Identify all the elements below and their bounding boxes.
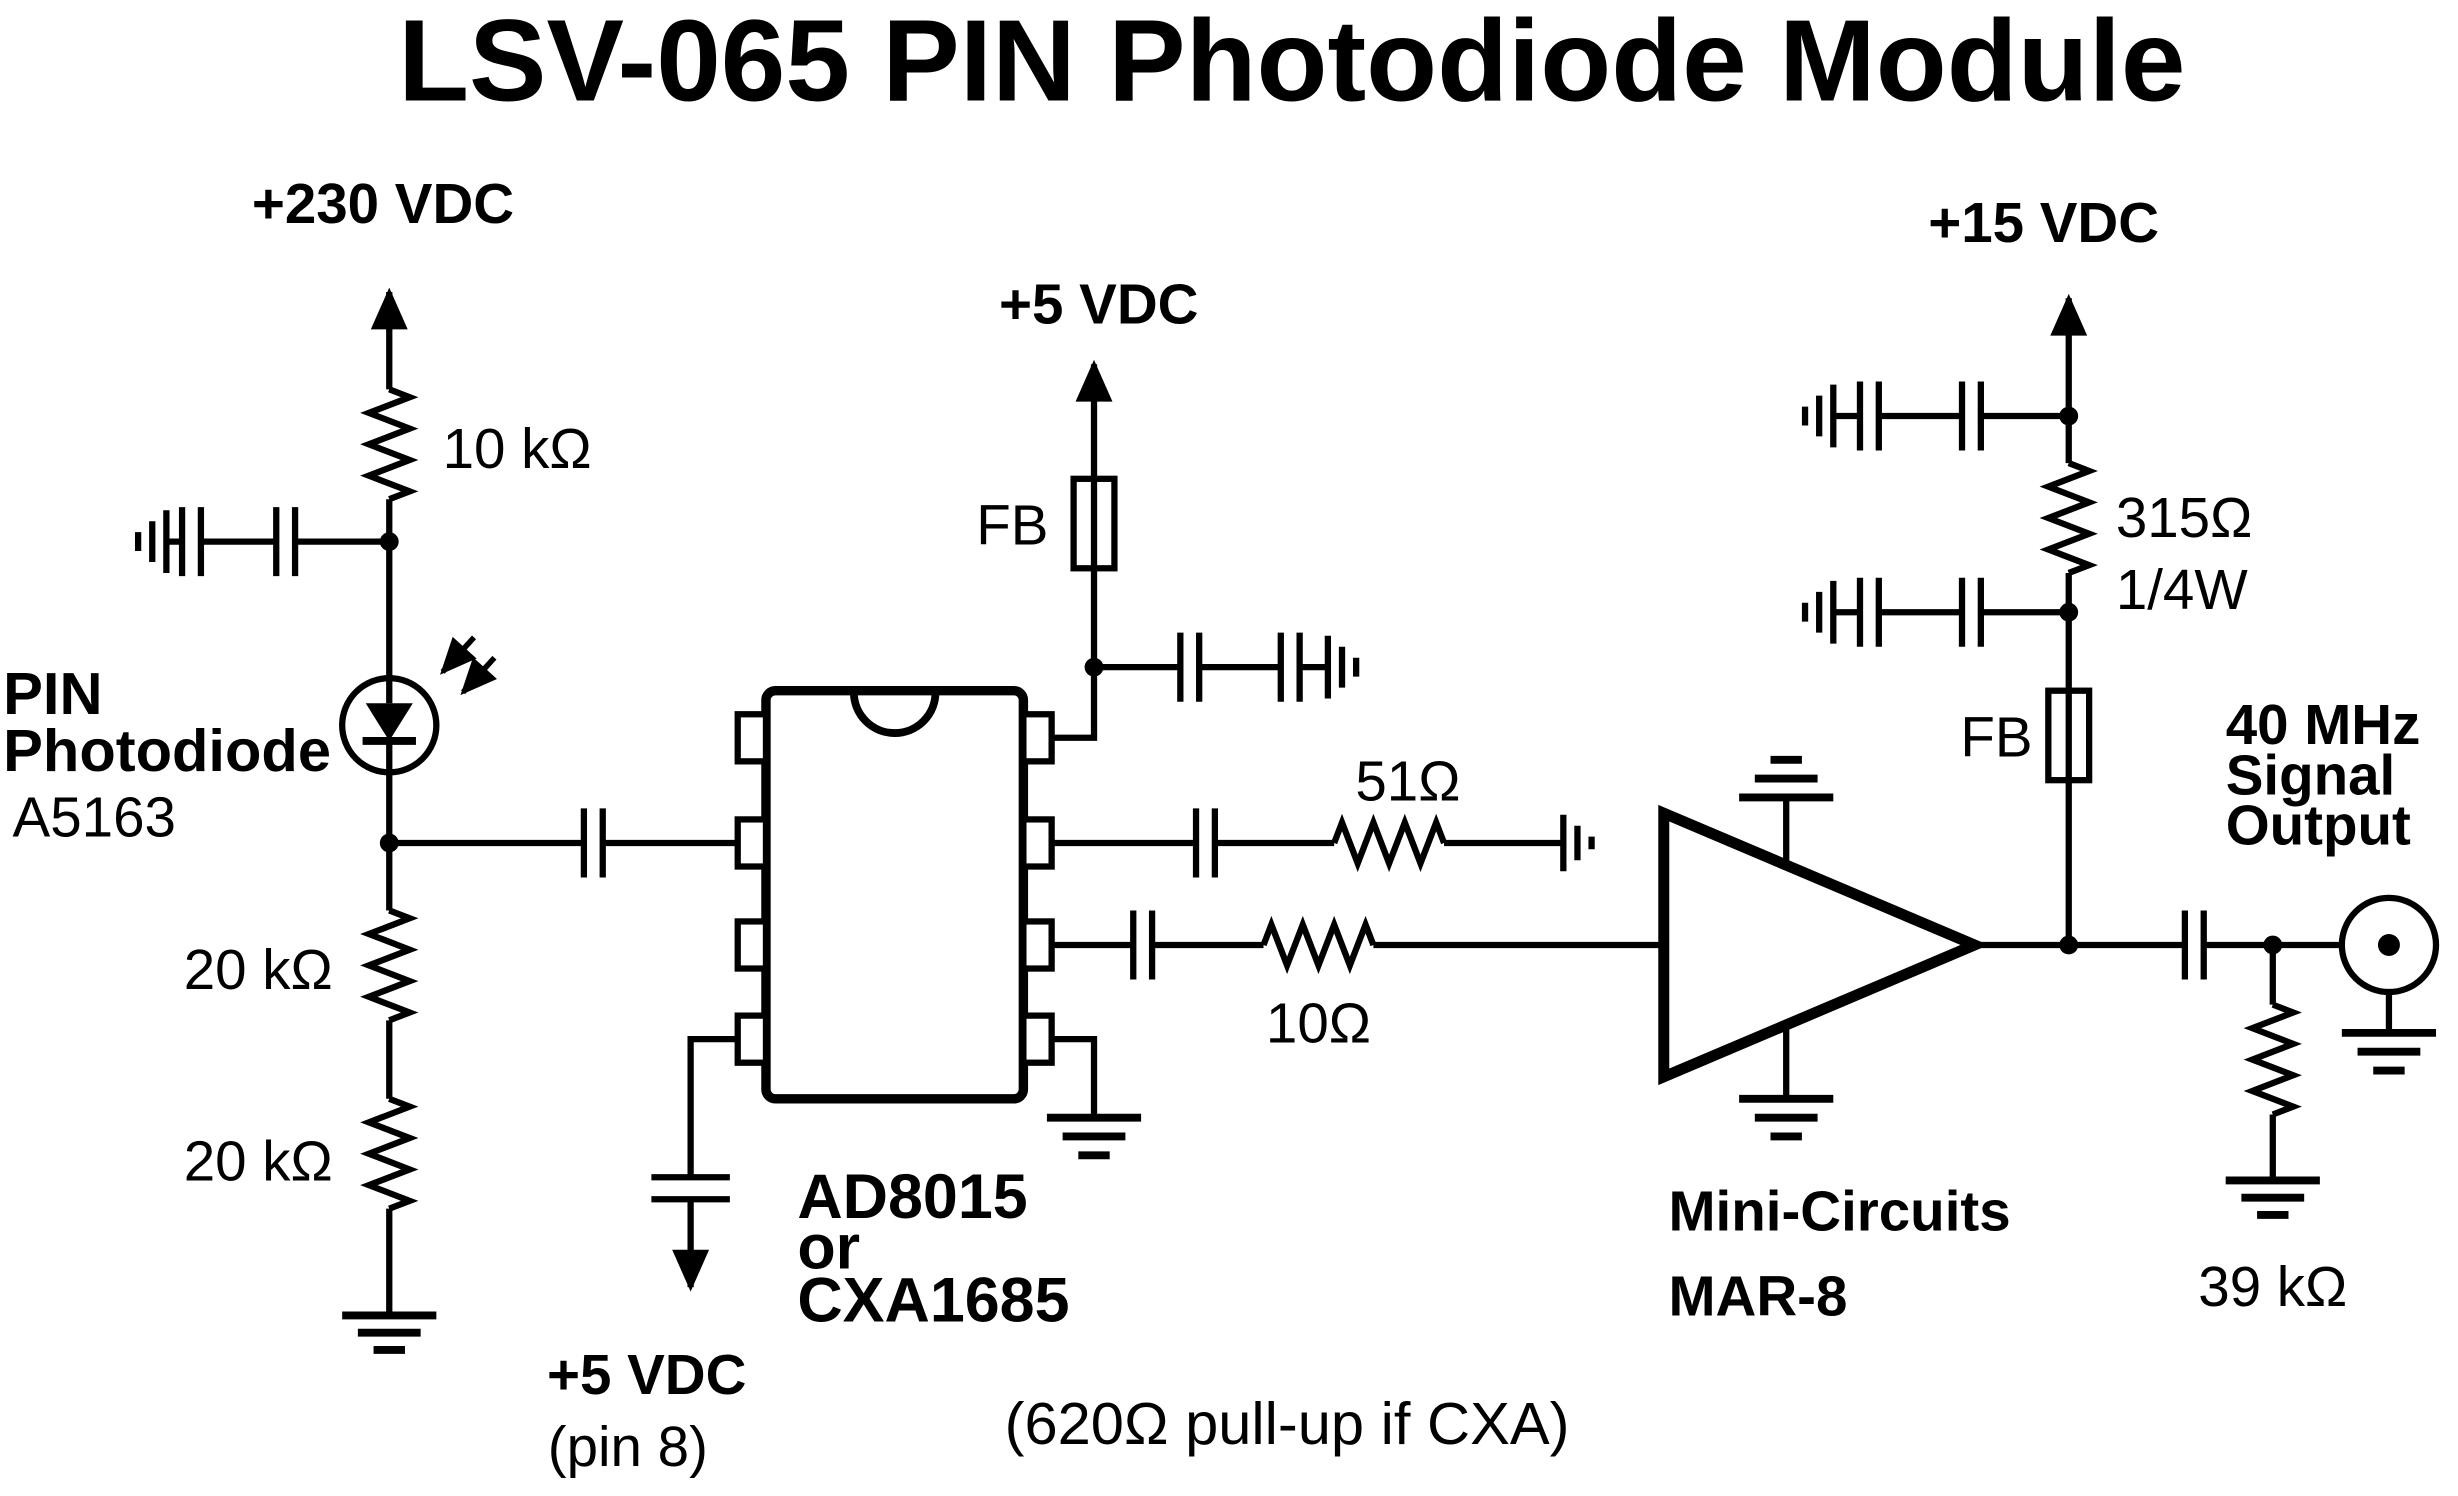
supply-5v-pin8-sublabel: (pin 8): [548, 1415, 708, 1478]
supply-230v-rail: +230 VDC 10 kΩ: [134, 172, 592, 679]
resistor-10k-label: 10 kΩ: [443, 417, 592, 480]
photodiode-label-line1: PIN: [3, 660, 102, 727]
amplifier-label-line2: MAR-8: [1668, 1264, 1847, 1327]
bypass-capacitors-5v: [1177, 632, 1303, 702]
ferrite-bead-left-label: FB: [976, 494, 1048, 557]
resistor-20k-upper-label: 20 kΩ: [184, 938, 333, 1001]
ic-notch: [849, 692, 940, 737]
ic-pin: [1020, 918, 1055, 972]
ground-symbol-rotated: [1801, 580, 1837, 644]
resistor-315: [2039, 460, 2098, 576]
node-dot: [2059, 935, 2079, 955]
output-label-line1: 40 MHz: [2226, 693, 2421, 756]
resistor-20k-upper: [360, 907, 419, 1024]
ground-symbol: [342, 1311, 437, 1354]
amplifier-triangle: [1658, 804, 1989, 1086]
wire-segment: [1051, 1036, 1098, 1118]
ic-label-line3: CXA1685: [797, 1266, 1069, 1336]
ic-body: [761, 686, 1029, 1104]
bypass-capacitors-15v-lower: [1856, 577, 1984, 647]
resistor-20k-lower: [360, 1095, 419, 1212]
ground-symbol-rotated: [1324, 635, 1360, 699]
ic-label-line1: AD8015: [797, 1162, 1027, 1232]
ground-symbol-rotated: [134, 510, 170, 573]
ic-pin: [1020, 1012, 1055, 1066]
capacitor-plates: [580, 808, 606, 878]
ground-symbol: [1739, 1094, 1834, 1141]
ic-label-line2: or: [797, 1212, 860, 1282]
resistor-315-label: 315Ω: [2116, 486, 2253, 549]
bypass-capacitors-15v-upper: [1856, 381, 1984, 451]
supply-15v-rail: +15 VDC 315Ω 1/4W FB: [1801, 191, 2253, 945]
light-arrow-icon: [440, 635, 477, 675]
input-coupling-capacitor: [389, 808, 738, 878]
capacitor-plates: [1130, 910, 1156, 980]
ferrite-bead-right-label: FB: [1960, 706, 2032, 769]
bnc-center-pin: [2377, 933, 2400, 956]
ic-pin: [734, 918, 770, 972]
ground-symbol: [1046, 1113, 1142, 1160]
pin-photodiode: PIN Photodiode A5163: [3, 635, 497, 849]
diode-triangle: [365, 703, 413, 741]
resistor-51-label: 51Ω: [1355, 750, 1460, 813]
light-arrow-icon: [460, 655, 497, 696]
output-network: 39 kΩ 40 MHz Signal Output: [1974, 693, 2440, 1318]
ground-symbol: [2341, 1028, 2437, 1075]
ground-symbol-rotated: [1560, 814, 1595, 872]
wire-segment: [1051, 568, 1098, 741]
page-title: LSV-065 PIN Photodiode Module: [398, 0, 2185, 126]
capacitor-plates: [651, 1174, 730, 1203]
photodiode-part-label: A5163: [13, 786, 176, 849]
ic-pin: [734, 816, 770, 870]
resistor-39k-label: 39 kΩ: [2198, 1255, 2347, 1318]
resistor-51: [1331, 813, 1447, 873]
ground-symbol-inverted: [1739, 755, 1834, 802]
resistor-39k: [2243, 1001, 2302, 1118]
ic-pin: [734, 1012, 770, 1066]
ic-pin: [1020, 816, 1055, 870]
resistor-20k-lower-label: 20 kΩ: [184, 1129, 333, 1192]
branch-10-ohm: 10Ω: [1051, 910, 1664, 1054]
ic-amplifier: AD8015 or CXA1685: [734, 686, 1070, 1336]
output-coupling-capacitor: [2181, 910, 2207, 980]
supply-5v-label: +5 VDC: [999, 272, 1198, 335]
photodiode-label-line2: Photodiode: [3, 717, 331, 784]
bypass-capacitors-230v: [178, 507, 299, 577]
bias-divider: 20 kΩ 20 kΩ: [184, 772, 437, 1354]
amplifier-label-line1: Mini-Circuits: [1668, 1180, 2010, 1243]
supply-5v-pin8-label: +5 VDC: [547, 1343, 746, 1406]
resistor-10k: [360, 386, 419, 503]
supply-230v-label: +230 VDC: [252, 172, 514, 235]
supply-15v-label: +15 VDC: [1928, 191, 2159, 254]
ic-ground-pin: [1046, 1036, 1142, 1160]
output-label-line3: Output: [2226, 794, 2411, 857]
branch-51-ohm: 51Ω: [1051, 750, 1595, 878]
output-label-line2: Signal: [2226, 743, 2396, 806]
capacitor-plates: [1192, 808, 1219, 878]
supply-5v-rail: +5 VDC FB: [976, 272, 1360, 741]
ground-symbol: [2225, 1176, 2320, 1219]
wire-segment: [687, 1036, 738, 1178]
ground-symbol-rotated: [1801, 384, 1837, 448]
pin8-supply-branch: +5 VDC (pin 8): [547, 1036, 746, 1478]
ic-pin: [1020, 711, 1055, 765]
mar8-amplifier: Mini-Circuits MAR-8: [1658, 755, 2011, 1327]
pullup-note: (620Ω pull-up if CXA): [1005, 1390, 1570, 1457]
resistor-315-rating-label: 1/4W: [2116, 558, 2249, 621]
resistor-10-label: 10Ω: [1266, 991, 1371, 1054]
resistor-10: [1260, 915, 1377, 975]
ic-pin: [734, 711, 770, 765]
